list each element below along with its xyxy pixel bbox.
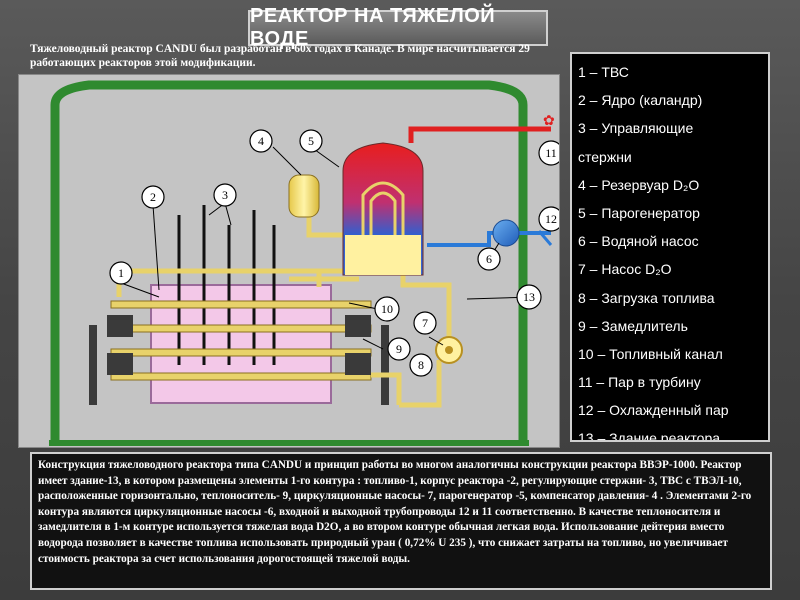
- return-pipe: [427, 231, 551, 247]
- description-text: Конструкция тяжеловодного реактора типа …: [38, 459, 752, 565]
- legend-item: 6 – Водяной насос: [578, 233, 699, 250]
- steam-pipe: [408, 126, 551, 143]
- callout-6: 6: [486, 252, 492, 266]
- legend-item: 13 – Здание реактора: [578, 430, 721, 442]
- callout-4: 4: [258, 134, 264, 148]
- callout-12: 12: [545, 212, 557, 226]
- legend-item: 4 – Резервуар D₂O: [578, 176, 700, 193]
- description-panel: Конструкция тяжеловодного реактора типа …: [30, 452, 772, 590]
- callout-circles: [109, 129, 564, 377]
- intro-text: Тяжеловодный реактор CANDU был разработа…: [30, 43, 530, 69]
- legend-item: 5 – Парогенератор: [578, 204, 700, 221]
- callout-7: 7: [422, 316, 428, 330]
- svg-text:✿: ✿: [543, 114, 555, 129]
- loading-machines: [89, 315, 389, 405]
- callout-8: 8: [418, 358, 424, 372]
- legend-item: 7 – Насос D₂O: [578, 261, 672, 278]
- callout-5: 5: [308, 134, 314, 148]
- callout-1: 1: [118, 266, 124, 280]
- legend-item: 10 – Топливный канал: [578, 345, 723, 362]
- callout-3: 3: [222, 188, 228, 202]
- reactor-diagram: ✿: [18, 74, 564, 448]
- reactor-building: [50, 80, 528, 443]
- slide-title: РЕАКТОР НА ТЯЖЕЛОЙ ВОДЕ: [250, 5, 496, 50]
- callout-13: 13: [523, 290, 535, 304]
- legend-item: 11 – Пар в турбину: [578, 374, 701, 391]
- legend-item: 12 – Охлажденный пар: [578, 402, 729, 419]
- callout-9: 9: [396, 342, 402, 356]
- callout-2: 2: [150, 190, 156, 204]
- legend-item: стержни: [578, 148, 632, 165]
- d2o-tank: [288, 174, 320, 218]
- legend-item: 9 – Замедлитель: [578, 317, 688, 334]
- control-rods: [177, 205, 276, 365]
- callout-11: 11: [545, 146, 557, 160]
- legend-item: 8 – Загрузка топлива: [578, 289, 715, 306]
- legend-item: 1 – ТВС: [578, 64, 629, 80]
- callout-labels: 1 2 3 4 5 6 7 8 9 10 11 12 13: [118, 134, 557, 372]
- legend-item: 2 – Ядро (каландр): [578, 92, 703, 109]
- title-bar: РЕАКТОР НА ТЯЖЕЛОЙ ВОДЕ: [248, 5, 548, 50]
- reactor-diagram-svg: ✿: [49, 80, 564, 446]
- water-pump: [492, 219, 520, 247]
- legend-panel: 1 – ТВС 2 – Ядро (каландр) 3 – Управляющ…: [570, 52, 770, 442]
- legend-item: 3 – Управляющие: [578, 120, 694, 137]
- callout-10: 10: [381, 302, 393, 316]
